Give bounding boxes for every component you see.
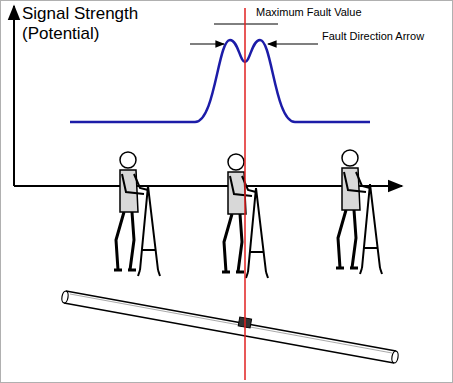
direction-arrow (268, 43, 318, 44)
label-box: Maximum Fault Value (256, 6, 362, 19)
signal-curve (70, 40, 370, 122)
annotation-label: Fault Direction Arrow (322, 30, 424, 43)
annotation-label: Maximum Fault Value (256, 6, 362, 19)
fault-line (244, 8, 246, 380)
operator-figure (336, 150, 382, 274)
max-value-line (214, 24, 278, 25)
y-axis (13, 6, 15, 186)
operator-figure (114, 152, 160, 276)
direction-arrow (190, 43, 224, 44)
axis-label: Signal Strength (Potential) (22, 4, 142, 43)
pipe (61, 291, 399, 364)
label-box: Signal Strength (Potential) (22, 4, 142, 43)
label-box: Fault Direction Arrow (322, 30, 424, 43)
